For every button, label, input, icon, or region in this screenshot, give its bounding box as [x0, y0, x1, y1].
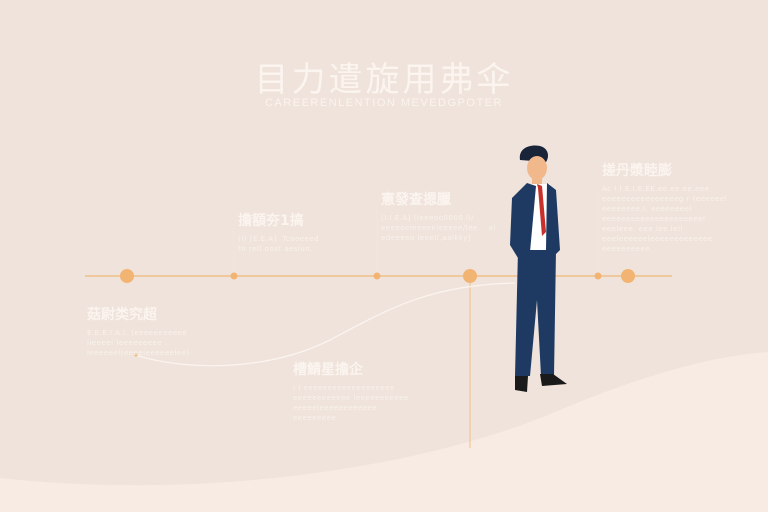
- milestone-text: E.E.E.I.A.I. (eeeeeeeeeee: [87, 329, 188, 337]
- milestone-dot: [463, 269, 477, 283]
- milestone-dot: [621, 269, 635, 283]
- milestone-text: eeeeeeeee: [293, 414, 337, 422]
- milestone-heading: 搓丹漿睦膨: [602, 163, 672, 179]
- milestone-text: eeeleee. eee lee lell: [602, 225, 683, 233]
- milestone-heading: 菇尉类究超: [87, 307, 157, 323]
- milestone-text: [I.I.E.A] (Ieeeoo0000 II/: [381, 214, 475, 222]
- milestone-text: Ac I I E.I.E.EE.ee.ee.ee.eee: [602, 185, 710, 193]
- milestone-dot: [230, 272, 238, 280]
- milestone-text: eeeeeeeeee.: [602, 245, 653, 253]
- milestone-text: eeeeoeleeeeeleeeee/lee. . al: [381, 224, 496, 232]
- milestone-text: eeeeeleeeeeeeeeeee: [293, 404, 378, 412]
- milestone-text: eeeeeeee.l, eeeeeeeel: [602, 205, 692, 213]
- milestone-label: 菇尉类究超 E.E.E.I.A.I. (eeeeeeeeeee lieeeel …: [87, 304, 190, 358]
- ground-wave: [0, 352, 768, 512]
- milestone-heading: 槽鯖星擔企: [293, 362, 363, 378]
- milestone-heading: 憲發查摁臘: [381, 192, 451, 208]
- milestone-dot: [594, 272, 602, 280]
- milestone-text: (I) [E.E.A]. Tcooeeed: [238, 235, 320, 243]
- milestone-text: lieeeel Ieeeeeeeee .: [87, 339, 168, 347]
- milestone-text: eeeeeeeeeeeeeeeeeeeeel: [602, 215, 706, 223]
- milestone-text: eeeeeeeeeeee leeeeeeeeeee: [293, 394, 409, 402]
- milestone-text: I I eeeeeeeeeeeeeeeeeee: [293, 384, 395, 392]
- page-subtitle: CAREERENLENTION MEVEDGPOTER: [265, 97, 503, 109]
- milestone-heading: 擔額夯1搞: [238, 213, 304, 229]
- milestone-label: 槽鯖星擔企 I I eeeeeeeeeeeeeeeeeee eeeeeeeeee…: [293, 359, 409, 423]
- milestone-text: leeeeeel(eeeeleeeeeelee): [87, 349, 190, 357]
- milestone-text: eeeleeeeeeleeeeeeeeeeeee: [602, 235, 713, 243]
- milestone-dot: [134, 353, 138, 357]
- milestone-text: tn rell.oost aeslun.: [238, 245, 314, 253]
- milestone-label: 擔額夯1搞 (I) [E.E.A]. Tcooeeed tn rell.oost…: [238, 210, 319, 254]
- path-curve: [134, 282, 516, 367]
- businessman-figure: [510, 145, 567, 392]
- milestone-label: 搓丹漿睦膨 Ac I I E.I.E.EE.ee.ee.ee.eee eeeee…: [602, 160, 727, 254]
- page-title: 目力遣旋用弗伞: [254, 60, 514, 100]
- milestone-text: eeeeeeeeeeeeeeeeg r (eeeeeel: [602, 195, 728, 203]
- milestone-label: 憲發查摁臘 [I.I.E.A] (Ieeeoo0000 II/ eeeeoele…: [381, 189, 496, 243]
- milestone-text: edeeeeo leeel/,aalkky]: [381, 234, 472, 242]
- milestone-dot: [120, 269, 134, 283]
- milestone-dot: [373, 272, 381, 280]
